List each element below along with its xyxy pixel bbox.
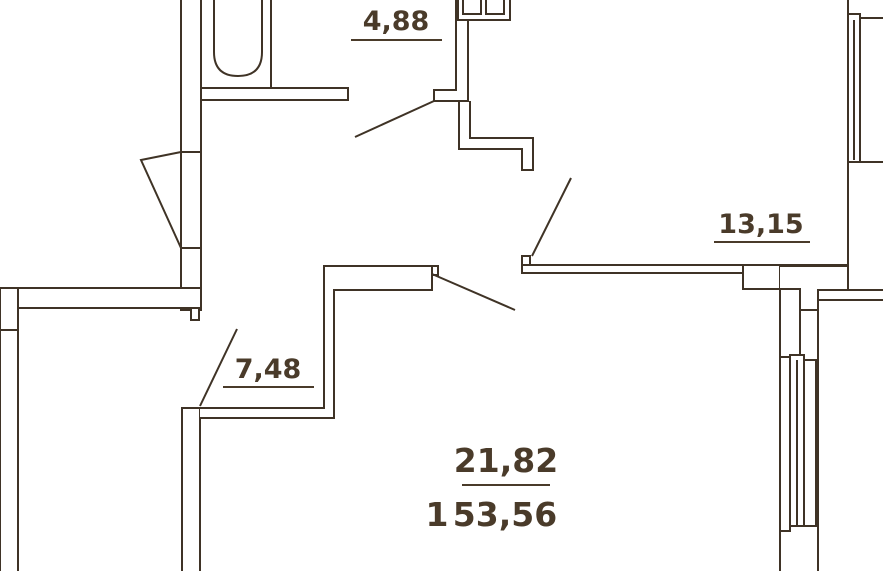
hallway-area: 7,48 [235, 354, 302, 385]
wall-segment [0, 287, 19, 334]
entrance-door [139, 150, 182, 249]
appliance-box [485, 0, 505, 15]
apartment-summary: 1 53,56 [426, 495, 558, 534]
wall-segment [779, 356, 791, 532]
kitchen-area-label: 13,15 [714, 209, 810, 243]
wall-segment [803, 359, 817, 529]
wall-segment [433, 0, 469, 102]
appliance-box [462, 0, 482, 15]
outside-area [818, 300, 883, 571]
living-room-area: 21,82 [454, 441, 558, 480]
wall-segment [200, 87, 349, 101]
wall-segment [779, 288, 801, 358]
entrance-walls [0, 150, 202, 571]
wall-segment [859, 17, 883, 164]
right-outer-walls [779, 0, 883, 571]
bathroom-area: 4,88 [363, 6, 430, 37]
wall-segment [779, 525, 819, 571]
kitchen-door [531, 177, 572, 257]
wall-segment [847, 161, 883, 291]
wall-segment [181, 407, 201, 571]
wall-segment [200, 265, 433, 419]
living-room-door [431, 273, 516, 311]
bathtub-inner [213, 0, 263, 78]
hallway-door [199, 328, 238, 407]
wall-segment [0, 329, 19, 571]
wall-segment [0, 287, 202, 309]
bathroom-door [354, 100, 435, 138]
wall-segment [180, 0, 202, 153]
living-room-area-label: 21,82 [454, 441, 558, 486]
duct [458, 101, 534, 171]
kitchen-area: 13,15 [718, 209, 803, 240]
total-area: 53,56 [453, 495, 557, 534]
wall-segment [742, 264, 781, 290]
hallway-area-label: 7,48 [223, 354, 314, 388]
rooms-count: 1 [426, 495, 449, 534]
appliance [457, 0, 511, 21]
bathroom-area-label: 4,88 [351, 6, 442, 41]
wall-segment [190, 307, 200, 321]
wall-segment [180, 151, 202, 253]
bathtub [200, 0, 272, 89]
hallway-walls [181, 265, 516, 571]
bathroom-walls [180, 0, 534, 171]
